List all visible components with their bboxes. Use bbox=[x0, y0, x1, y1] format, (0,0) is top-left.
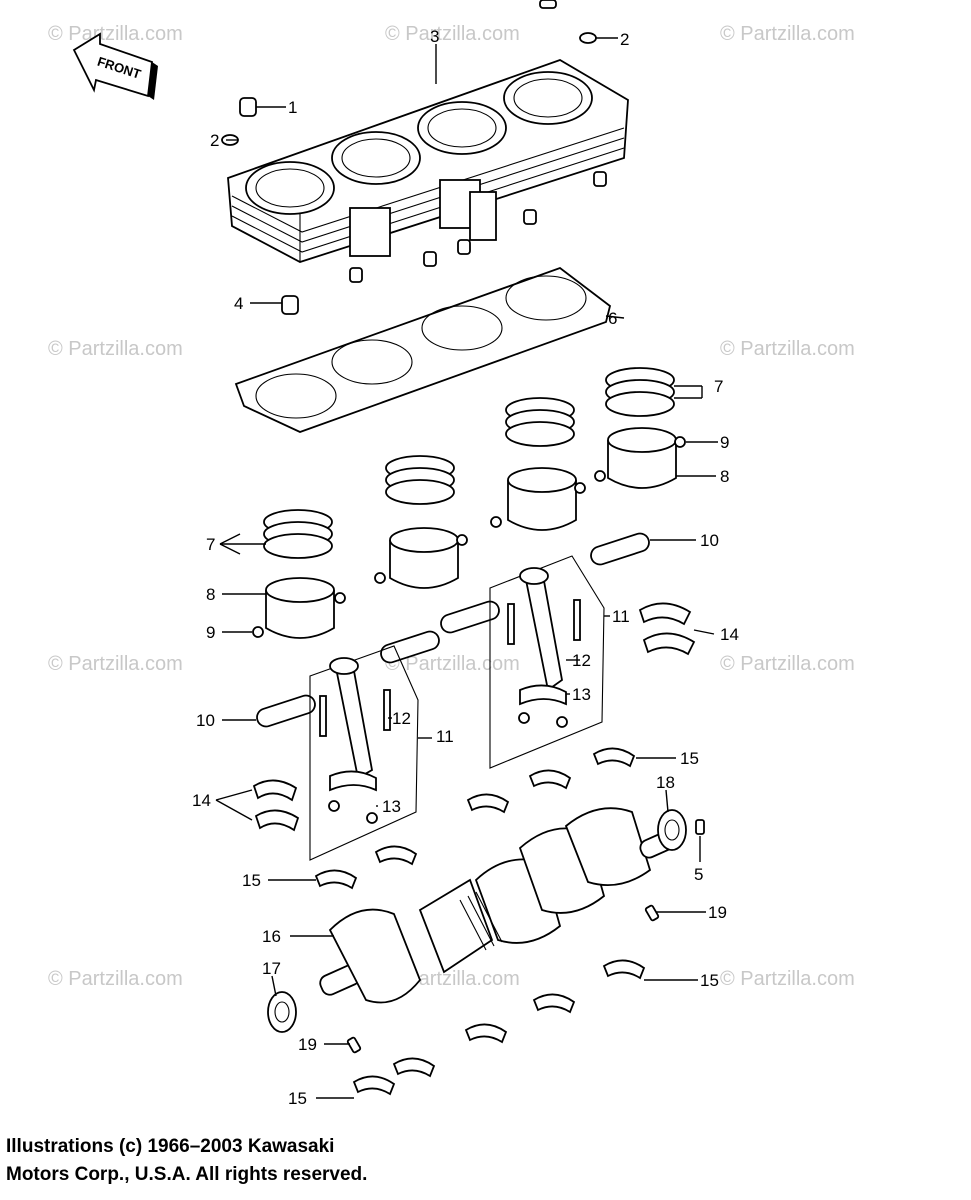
cylinder-block bbox=[227, 59, 629, 283]
copyright-line-2: Motors Corp., U.S.A. All rights reserved… bbox=[6, 1164, 368, 1185]
head-gasket bbox=[234, 266, 612, 433]
watermark: © Partzilla.com bbox=[385, 653, 520, 675]
watermark: © Partzilla.com bbox=[48, 968, 183, 990]
callout-18: 18 bbox=[656, 773, 675, 792]
callout-7: 7 bbox=[714, 377, 723, 396]
callout-4: 4 bbox=[234, 294, 243, 313]
leader-lines bbox=[215, 37, 718, 1099]
watermark: © Partzilla.com bbox=[720, 653, 855, 675]
callout-9: 9 bbox=[720, 433, 729, 452]
callout-5: 5 bbox=[694, 865, 703, 884]
watermark: © Partzilla.com bbox=[720, 968, 855, 990]
callout-11: 11 bbox=[612, 607, 630, 626]
watermark: © Partzilla.com bbox=[385, 968, 520, 990]
watermark: © Partzilla.com bbox=[48, 653, 183, 675]
callout-17: 17 bbox=[262, 959, 281, 978]
callout-13: 13 bbox=[572, 685, 591, 704]
callouts: 1 2 2 3 4 5 6 7 7 8 8 9 9 10 10 11 11 12… bbox=[192, 27, 739, 1108]
oil-seals bbox=[267, 809, 687, 1033]
small-pins bbox=[346, 819, 705, 1054]
connecting-rods bbox=[309, 555, 605, 861]
callout-16: 16 bbox=[262, 927, 281, 946]
callout-10: 10 bbox=[700, 531, 719, 550]
callout-12: 12 bbox=[392, 709, 411, 728]
crankshaft bbox=[319, 807, 675, 1004]
pistons bbox=[252, 427, 686, 639]
callout-13: 13 bbox=[382, 797, 401, 816]
watermark: © Partzilla.com bbox=[48, 338, 183, 360]
callout-7: 7 bbox=[206, 535, 215, 554]
callout-15: 15 bbox=[700, 971, 719, 990]
callout-2: 2 bbox=[620, 30, 629, 49]
callout-8: 8 bbox=[720, 467, 729, 486]
copyright-line-1: Illustrations (c) 1966–2003 Kawasaki bbox=[6, 1136, 335, 1157]
watermark: © Partzilla.com bbox=[48, 23, 183, 45]
watermarks: © Partzilla.com © Partzilla.com © Partzi… bbox=[48, 23, 855, 990]
callout-11: 11 bbox=[436, 727, 454, 746]
callout-10: 10 bbox=[196, 711, 215, 730]
copyright-notice: Illustrations (c) 1966–2003 Kawasaki Mot… bbox=[6, 1133, 367, 1189]
bearing-inserts bbox=[252, 602, 696, 1096]
callout-14: 14 bbox=[192, 791, 211, 810]
callout-19: 19 bbox=[298, 1035, 317, 1054]
watermark: © Partzilla.com bbox=[720, 23, 855, 45]
callout-15: 15 bbox=[680, 749, 699, 768]
callout-8: 8 bbox=[206, 585, 215, 604]
piston-pins bbox=[256, 532, 650, 728]
callout-2: 2 bbox=[210, 131, 219, 150]
callout-9: 9 bbox=[206, 623, 215, 642]
callout-3: 3 bbox=[430, 27, 439, 46]
piston-rings bbox=[263, 367, 675, 559]
callout-1: 1 bbox=[288, 98, 297, 117]
callout-15: 15 bbox=[288, 1089, 307, 1108]
callout-19: 19 bbox=[708, 903, 727, 922]
callout-15: 15 bbox=[242, 871, 261, 890]
callout-12: 12 bbox=[572, 651, 591, 670]
callout-6: 6 bbox=[608, 309, 617, 328]
front-arrow-icon: FRONT bbox=[72, 32, 158, 100]
watermark: © Partzilla.com bbox=[720, 338, 855, 360]
watermark: © Partzilla.com bbox=[385, 23, 520, 45]
callout-14: 14 bbox=[720, 625, 739, 644]
